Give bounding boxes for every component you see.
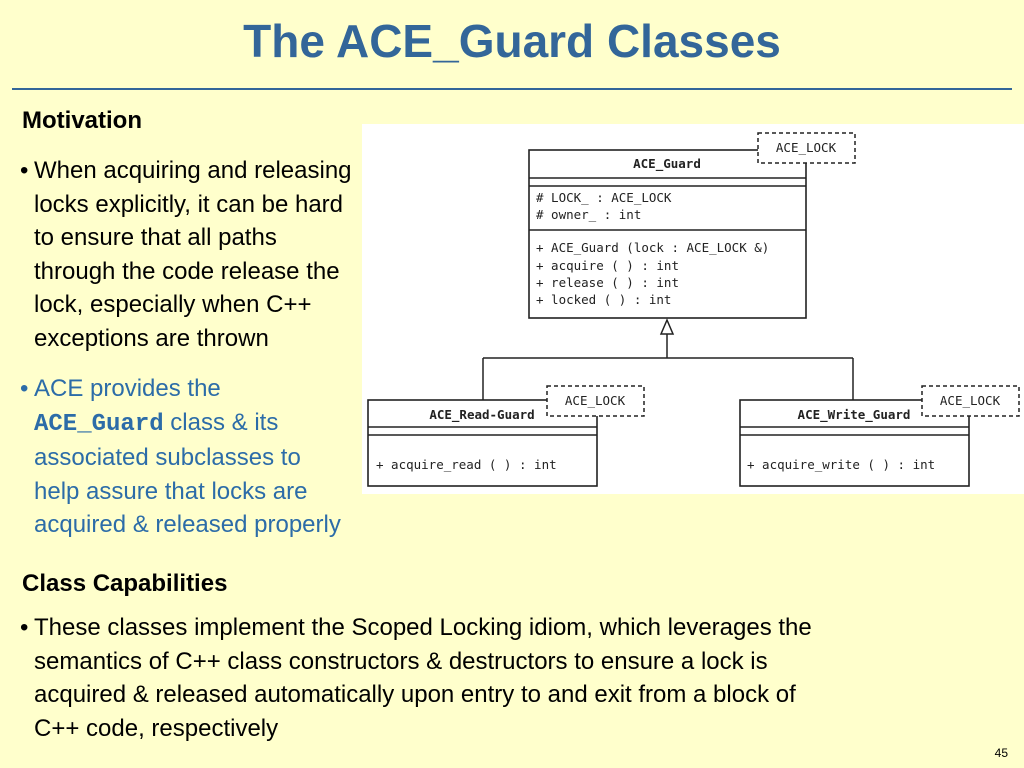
uml-class-name: ACE_Guard [633, 156, 701, 172]
bullet-line: ACE provides the [34, 375, 221, 402]
bullet-dot: • [20, 614, 29, 641]
bullet-line: semantics of C++ class constructors & de… [34, 647, 768, 675]
bullet-line: acquired & released automatically upon e… [34, 681, 796, 708]
motivation-bullet-2: • ACE provides the ACE_Guard class & its… [20, 372, 420, 542]
bullet-dot: • [20, 157, 29, 184]
uml-class-diagram: ACE_Guard # LOCK_ : ACE_LOCK # owner_ : … [362, 124, 1024, 494]
bullet-line: When acquiring and releasing [34, 157, 352, 184]
svg-text:ACE_LOCK: ACE_LOCK [940, 393, 1001, 408]
uml-operation: + acquire_read ( ) : int [376, 457, 557, 472]
uml-template-param-write-guard: ACE_LOCK [921, 385, 1020, 417]
bullet-line: lock, especially when C++ [34, 291, 312, 318]
bullet-line: to ensure that all paths [34, 224, 277, 251]
bullet-line: locks explicitly, it can be hard [34, 190, 344, 218]
uml-operation: + ACE_Guard (lock : ACE_LOCK &) [536, 240, 769, 255]
uml-attribute: # LOCK_ : ACE_LOCK [536, 190, 672, 205]
bullet-dot: • [20, 375, 29, 402]
bullet-line: acquired & released properly [34, 511, 341, 538]
bullet-line: help assure that locks are [34, 477, 308, 505]
uml-operation: + acquire_write ( ) : int [747, 457, 935, 472]
motivation-bullet-1: • When acquiring and releasing locks exp… [20, 154, 420, 355]
uml-attribute: # owner_ : int [536, 207, 641, 222]
bullet-line: through the code release the [34, 257, 340, 285]
bullet-line: exceptions are thrown [34, 324, 269, 352]
uml-operation: + acquire ( ) : int [536, 258, 679, 273]
bullet-line: class & its [163, 408, 279, 436]
uml-class-name: ACE_Read-Guard [429, 407, 534, 423]
uml-template-param-guard: ACE_LOCK [757, 132, 856, 164]
uml-class-ace-guard: ACE_Guard # LOCK_ : ACE_LOCK # owner_ : … [528, 149, 807, 319]
bullet-line: These classes implement the Scoped Locki… [34, 614, 812, 641]
motivation-heading: Motivation [22, 107, 142, 134]
uml-template-param-read-guard: ACE_LOCK [546, 385, 645, 417]
page-number: 45 [994, 746, 1008, 760]
uml-operation: + release ( ) : int [536, 275, 679, 290]
uml-inheritance-connector [482, 318, 854, 400]
slide-title: The ACE_Guard Classes [243, 15, 781, 67]
capabilities-bullet: • These classes implement the Scoped Loc… [20, 611, 1010, 745]
bullet-line: associated subclasses to [34, 444, 301, 471]
code-class-name: ACE_Guard [34, 410, 164, 438]
title-divider [12, 88, 1012, 90]
bullet-line: C++ code, respectively [34, 714, 279, 742]
svg-text:ACE_LOCK: ACE_LOCK [776, 140, 837, 155]
uml-operation: + locked ( ) : int [536, 292, 671, 307]
svg-text:ACE_LOCK: ACE_LOCK [565, 393, 626, 408]
capabilities-heading: Class Capabilities [22, 570, 228, 597]
uml-class-name: ACE_Write_Guard [798, 407, 911, 423]
